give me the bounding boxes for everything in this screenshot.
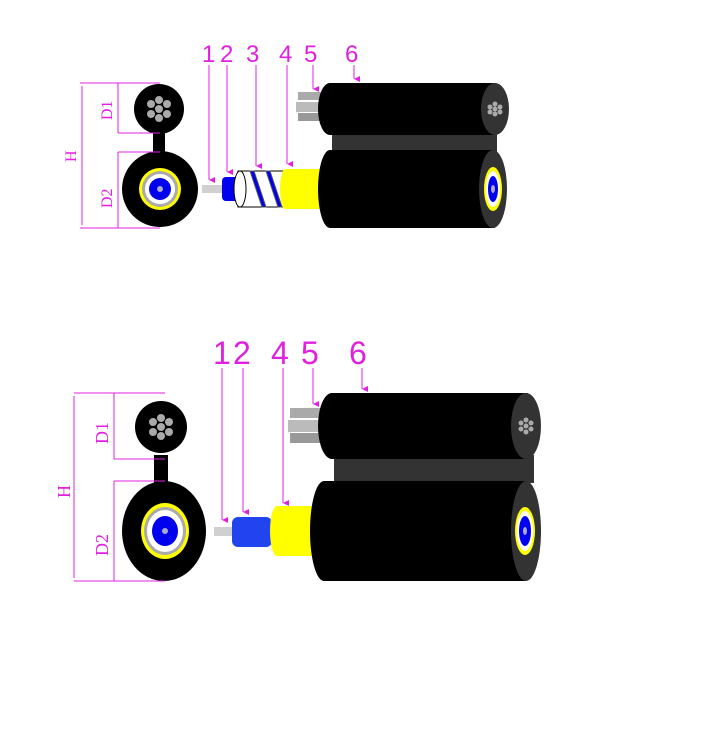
bottom-callout-6: 6 <box>349 335 367 371</box>
top-callout-5: 5 <box>304 41 317 68</box>
top-callout-1: 1 <box>202 41 215 68</box>
bottom-callout-5: 5 <box>301 335 319 371</box>
top-dim-h: H <box>63 150 80 162</box>
top-callout-leaders <box>208 65 360 183</box>
top-cross-section <box>122 84 198 227</box>
bottom-dimension-lines <box>73 392 165 582</box>
top-dim-d2: D2 <box>99 188 116 208</box>
bottom-dim-h: H <box>54 485 74 498</box>
top-layered-cable <box>202 169 335 209</box>
top-callout-6: 6 <box>345 41 358 68</box>
bottom-dim-d1: D1 <box>92 422 112 444</box>
top-callout-3: 3 <box>246 41 259 68</box>
top-cable-body <box>296 83 509 228</box>
bottom-cross-section <box>122 401 206 581</box>
bottom-diagram: H D1 D2 <box>54 335 541 582</box>
bottom-dim-d2: D2 <box>92 534 112 556</box>
top-diagram: H D1 D2 <box>63 41 509 229</box>
top-dimension-lines <box>80 82 160 229</box>
bottom-callout-leaders <box>221 368 368 523</box>
bottom-callout-1: 1 <box>213 335 231 371</box>
top-dim-d1: D1 <box>99 100 116 120</box>
bottom-layered-cable <box>214 506 326 556</box>
bottom-cable-body <box>288 393 541 581</box>
bottom-callout-4: 4 <box>271 335 289 371</box>
top-callout-4: 4 <box>279 41 292 68</box>
bottom-callout-2: 2 <box>233 335 251 371</box>
top-callout-2: 2 <box>220 41 233 68</box>
